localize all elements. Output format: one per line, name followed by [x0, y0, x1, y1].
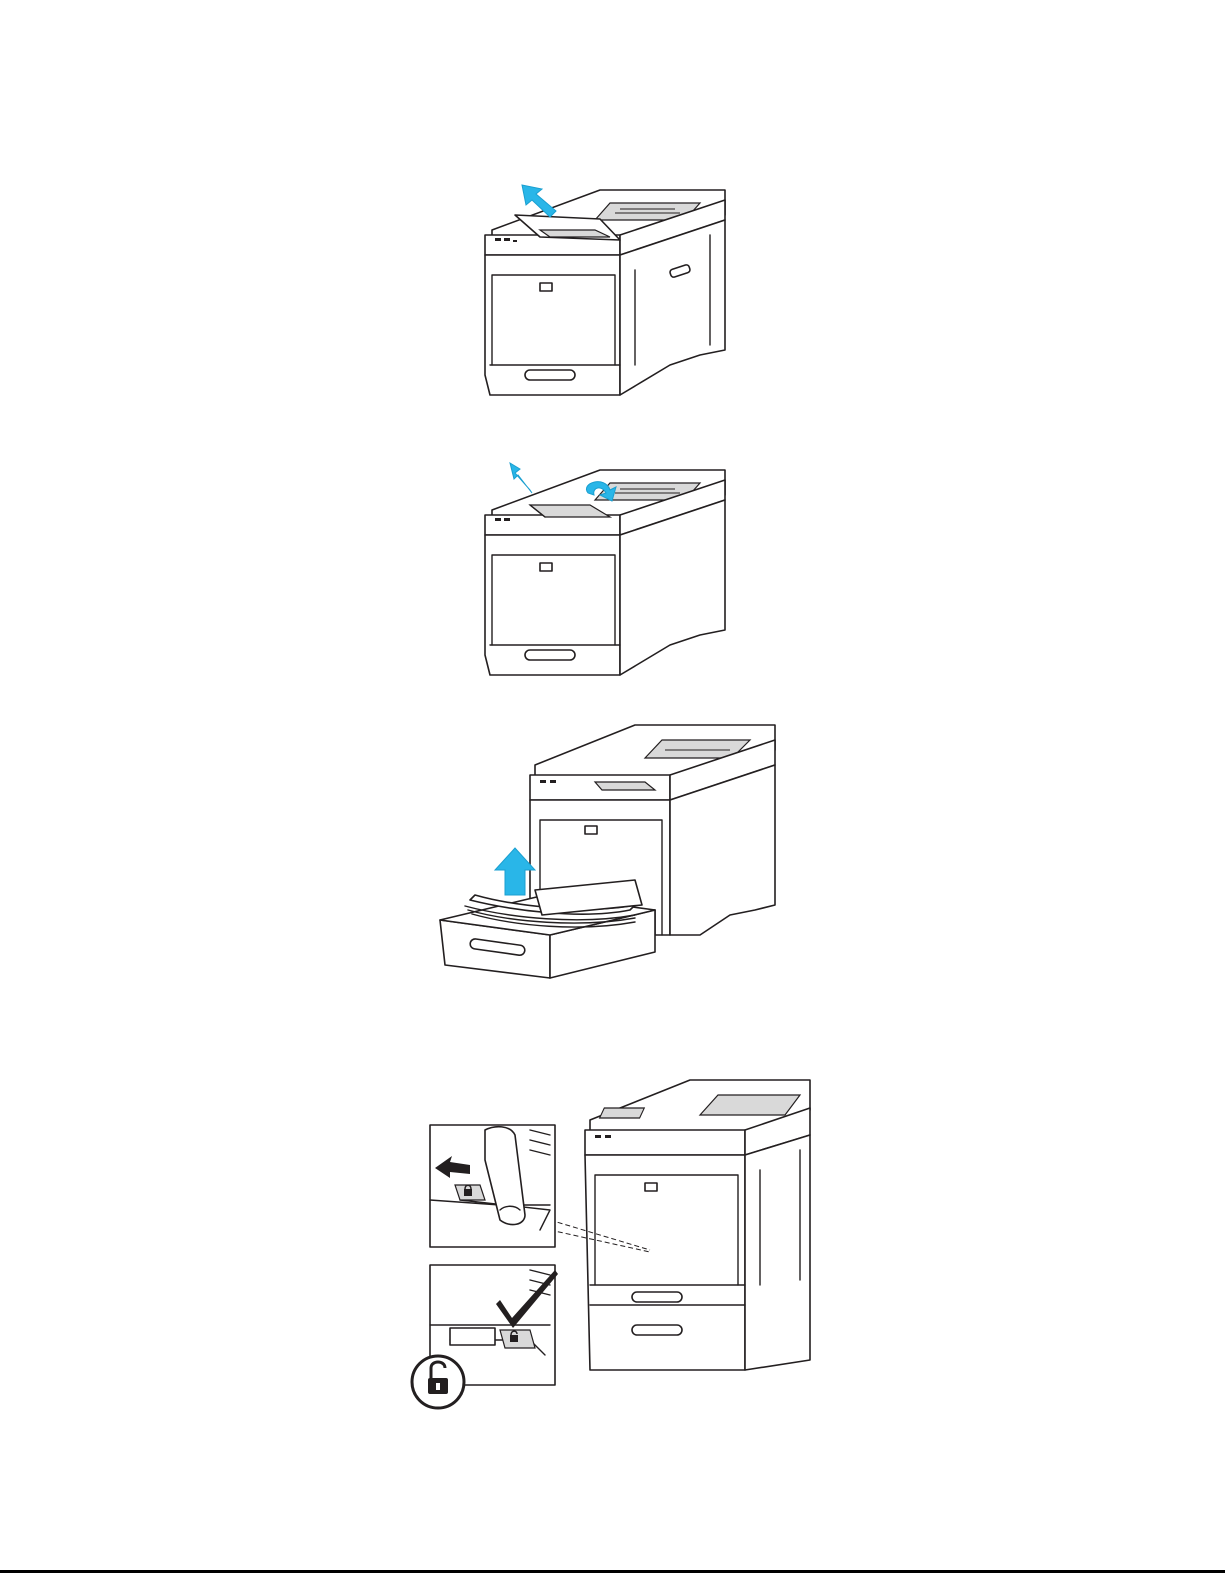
footer-rule [0, 1570, 1225, 1573]
printer-raise-output-tray-extension [470, 175, 740, 405]
printer-remove-paper-from-tray [430, 720, 790, 990]
printer-tray-lock-release-detail [400, 1070, 820, 1415]
printer-fold-output-tray-extension [470, 455, 740, 685]
